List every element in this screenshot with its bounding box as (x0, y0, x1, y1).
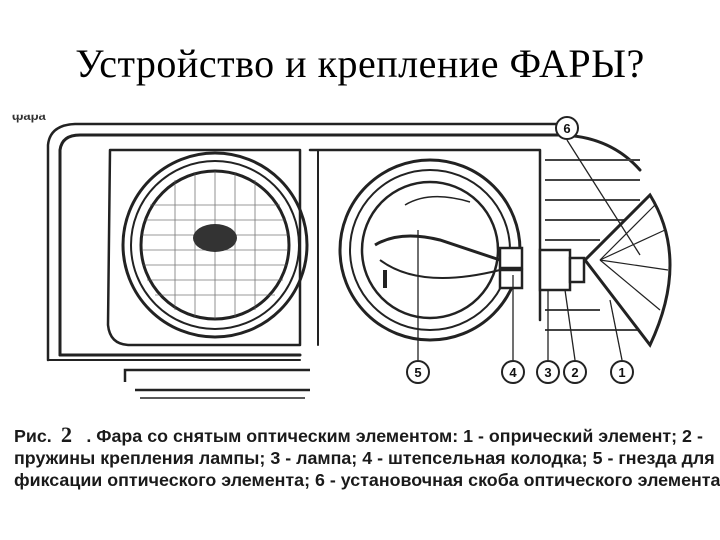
headlight-diagram: 6 5 4 3 2 1 (46, 116, 672, 399)
callout-label-3: 3 (544, 365, 551, 380)
callout-1 (610, 360, 634, 384)
callout-2 (563, 360, 587, 384)
callout-4 (501, 360, 525, 384)
right-headlight-socket (338, 158, 522, 342)
callout-5 (406, 360, 430, 384)
callout-label-5: 5 (414, 365, 421, 380)
optical-element (583, 192, 672, 348)
plug-connector (498, 246, 524, 270)
callout-label-2: 2 (571, 365, 578, 380)
lamp-bulb (538, 248, 572, 292)
callout-6 (555, 116, 579, 140)
callout-label-1: 1 (618, 365, 625, 380)
slide-title: Устройство и крепление ФАРЫ? (75, 41, 645, 86)
callout-label-4: 4 (509, 365, 517, 380)
caption-text: . Фара со снятым оптическим элементом: 1… (14, 426, 720, 490)
cropped-heading-fragment: фара (12, 108, 46, 123)
left-headlight-outer-ring (121, 151, 309, 339)
figure-caption: Рис. 2. Фара со снятым оптическим элемен… (14, 422, 720, 491)
callout-label-6: 6 (563, 121, 570, 136)
callout-3 (536, 360, 560, 384)
figure-number: 2 (56, 422, 87, 447)
caption-prefix: Рис. (14, 426, 52, 446)
